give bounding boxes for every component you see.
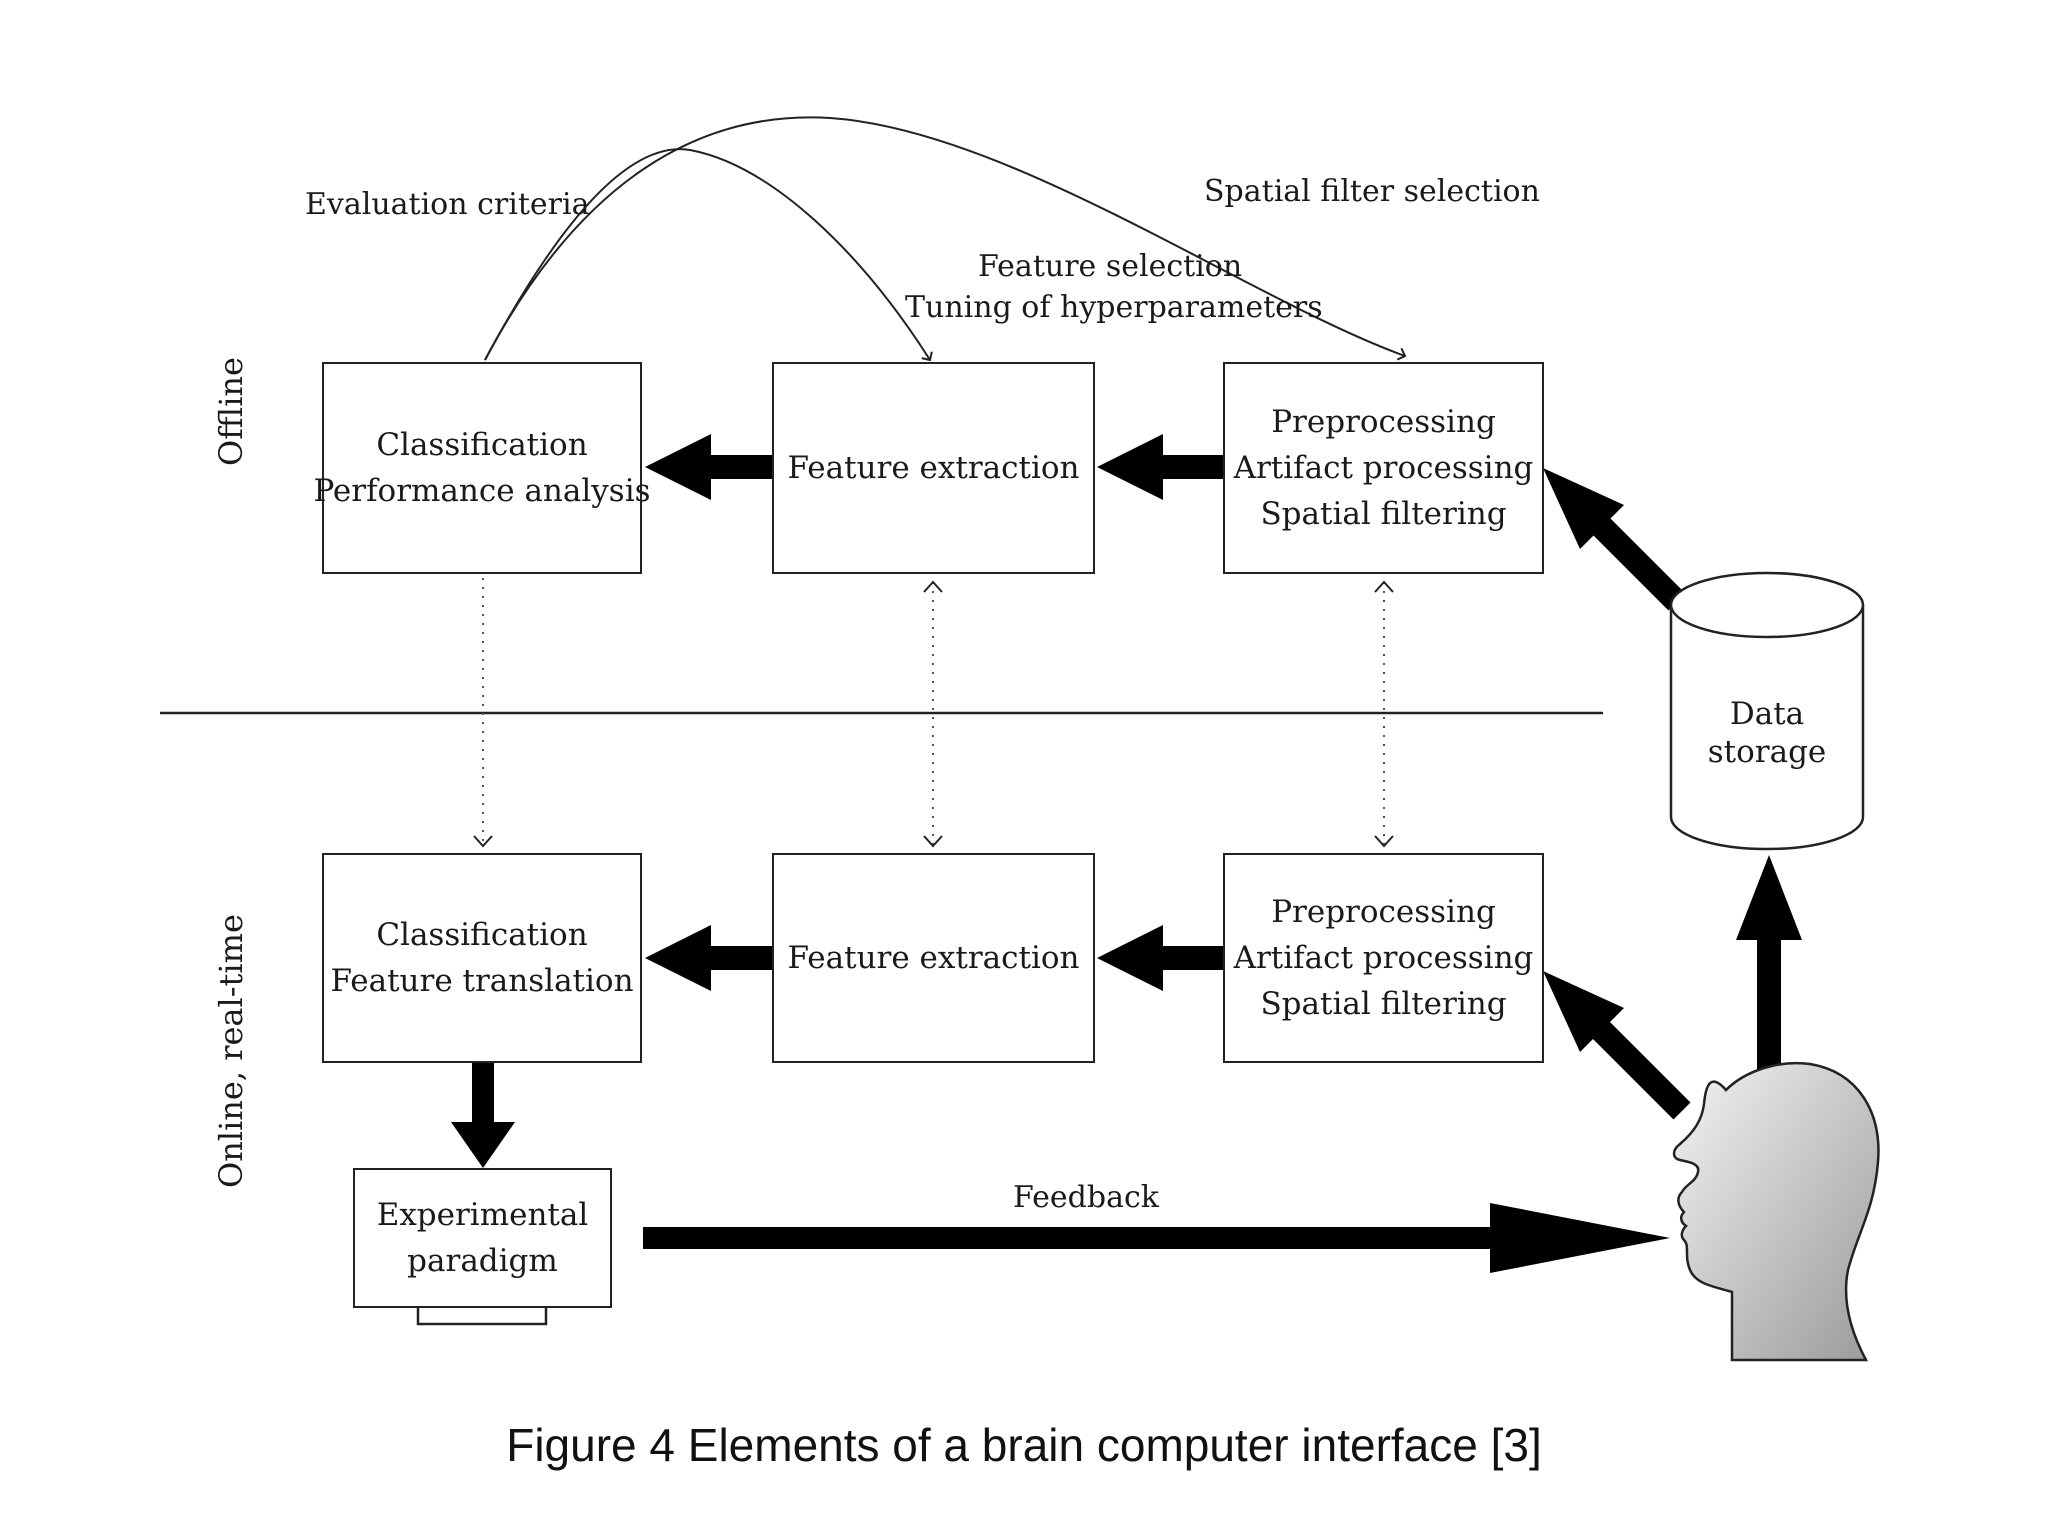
data-storage-label: Data storage bbox=[1671, 695, 1863, 771]
offline-preprocessing-line-2: Artifact processing bbox=[1233, 450, 1534, 486]
human-head-icon bbox=[1672, 1061, 1880, 1362]
evaluation-curve-to-feature bbox=[484, 148, 933, 362]
arrow-head-to-preprocessing bbox=[1543, 971, 1691, 1120]
feedback-label: Feedback bbox=[1013, 1180, 1159, 1215]
paradigm-monitor-stand bbox=[416, 1304, 548, 1326]
offline-preprocessing-box: Preprocessing Artifact processing Spatia… bbox=[1223, 362, 1544, 574]
feature-selection-label: Feature selection bbox=[978, 249, 1243, 284]
arrow-classification-to-paradigm bbox=[451, 1063, 515, 1168]
online-section-label: Online, real-time bbox=[212, 914, 250, 1188]
online-preprocessing-line-2: Artifact processing bbox=[1233, 940, 1534, 976]
offline-classification-line-1: Classification bbox=[376, 427, 588, 463]
arrow-preprocessing-to-feature-offline bbox=[1097, 434, 1224, 500]
offline-classification-box: Classification Performance analysis bbox=[313, 362, 651, 574]
online-classification-line-2: Feature translation bbox=[330, 963, 634, 999]
dotted-link-classification-head bbox=[473, 835, 493, 848]
offline-preprocessing-line-3: Spatial filtering bbox=[1260, 496, 1507, 532]
online-feature-extraction-box: Feature extraction bbox=[772, 853, 1095, 1063]
arrow-feature-to-classification-online bbox=[645, 925, 773, 991]
offline-feature-extraction-line-1: Feature extraction bbox=[787, 450, 1080, 486]
tuning-hyperparameters-label: Tuning of hyperparameters bbox=[905, 290, 1323, 325]
offline-classification-line-2: Performance analysis bbox=[313, 473, 651, 509]
figure-caption: Figure 4 Elements of a brain computer in… bbox=[506, 1419, 1542, 1471]
arrow-storage-to-preprocessing bbox=[1543, 468, 1686, 611]
offline-feature-extraction-box: Feature extraction bbox=[772, 362, 1095, 574]
online-classification-box: Classification Feature translation bbox=[322, 853, 642, 1063]
dotted-link-feature-head-bottom bbox=[923, 835, 943, 848]
data-storage-line-2: storage bbox=[1707, 734, 1827, 770]
data-storage-cylinder bbox=[1669, 571, 1865, 851]
spatial-filter-selection-label: Spatial filter selection bbox=[1204, 174, 1540, 209]
data-storage-line-1: Data bbox=[1729, 696, 1805, 732]
feedback-arrow bbox=[643, 1203, 1670, 1273]
arrow-feature-to-classification-offline bbox=[645, 434, 773, 500]
evaluation-criteria-label: Evaluation criteria bbox=[305, 187, 590, 222]
paradigm-line-2: paradigm bbox=[407, 1243, 558, 1279]
paradigm-line-1: Experimental bbox=[376, 1197, 589, 1233]
arrow-head-to-storage bbox=[1736, 855, 1802, 1070]
dotted-link-preprocessing-head-top bbox=[1374, 580, 1394, 593]
evaluation-curve-to-preprocessing bbox=[484, 116, 1407, 361]
dotted-link-feature-head-top bbox=[923, 580, 943, 593]
online-preprocessing-line-3: Spatial filtering bbox=[1260, 986, 1507, 1022]
experimental-paradigm-box: Experimental paradigm bbox=[353, 1168, 612, 1308]
arrow-preprocessing-to-feature-online bbox=[1097, 925, 1224, 991]
online-preprocessing-line-1: Preprocessing bbox=[1271, 894, 1496, 930]
offline-section-label: Offline bbox=[212, 357, 250, 466]
online-preprocessing-box: Preprocessing Artifact processing Spatia… bbox=[1223, 853, 1544, 1063]
online-classification-line-1: Classification bbox=[376, 917, 588, 953]
online-feature-extraction-line-1: Feature extraction bbox=[787, 940, 1080, 976]
dotted-link-preprocessing-head-bottom bbox=[1374, 835, 1394, 848]
offline-preprocessing-line-1: Preprocessing bbox=[1271, 404, 1496, 440]
